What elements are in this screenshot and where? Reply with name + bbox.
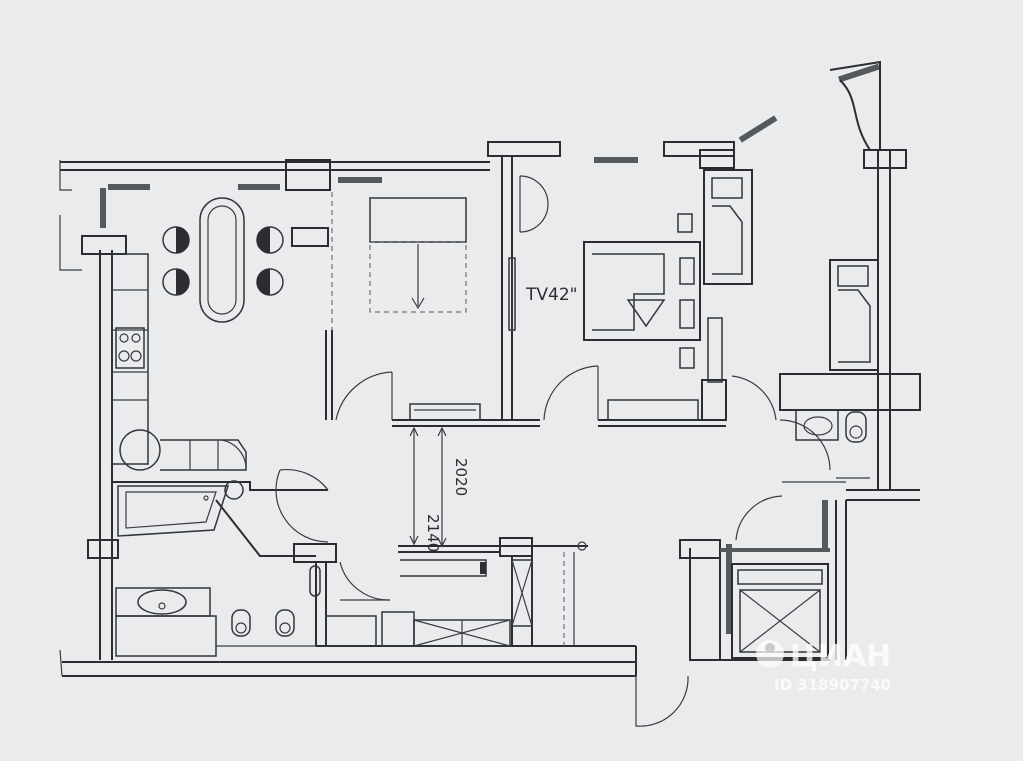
kitchen-counter xyxy=(111,253,247,471)
toilet xyxy=(231,609,251,637)
bathtub xyxy=(117,485,230,537)
dimension-2020: 2020 xyxy=(452,458,470,496)
tv-label: TV42" xyxy=(525,285,577,305)
sink-counter xyxy=(115,587,211,617)
stove xyxy=(115,327,145,369)
single-bed xyxy=(703,169,753,285)
toilet-2 xyxy=(845,411,867,443)
bedroom-2-furniture xyxy=(703,169,879,371)
hall-storage xyxy=(309,541,587,647)
single-bed-2 xyxy=(829,259,879,371)
bidet xyxy=(275,609,295,637)
doors xyxy=(275,175,846,727)
sofa-bed xyxy=(369,197,467,313)
windows xyxy=(100,60,881,634)
double-bed xyxy=(583,241,701,341)
outer-walls xyxy=(59,141,921,677)
tv-stand xyxy=(409,403,481,421)
bathroom-1 xyxy=(115,480,316,657)
watermark-brand: ЦИАН xyxy=(790,639,891,674)
watermark-id: ID 318907740 xyxy=(774,676,891,694)
cian-logo-icon xyxy=(756,640,784,668)
fridge-corner xyxy=(119,429,161,471)
bathroom-2 xyxy=(795,409,870,479)
dimension-2140: 2140 xyxy=(424,514,442,552)
dimensions: 2140 2020 xyxy=(409,426,470,552)
watermark: ЦИАН ID 318907740 xyxy=(756,639,891,694)
sink-2 xyxy=(795,409,839,441)
bedroom-furniture xyxy=(583,213,723,421)
dining-area xyxy=(162,197,284,323)
dining-table xyxy=(199,197,245,323)
